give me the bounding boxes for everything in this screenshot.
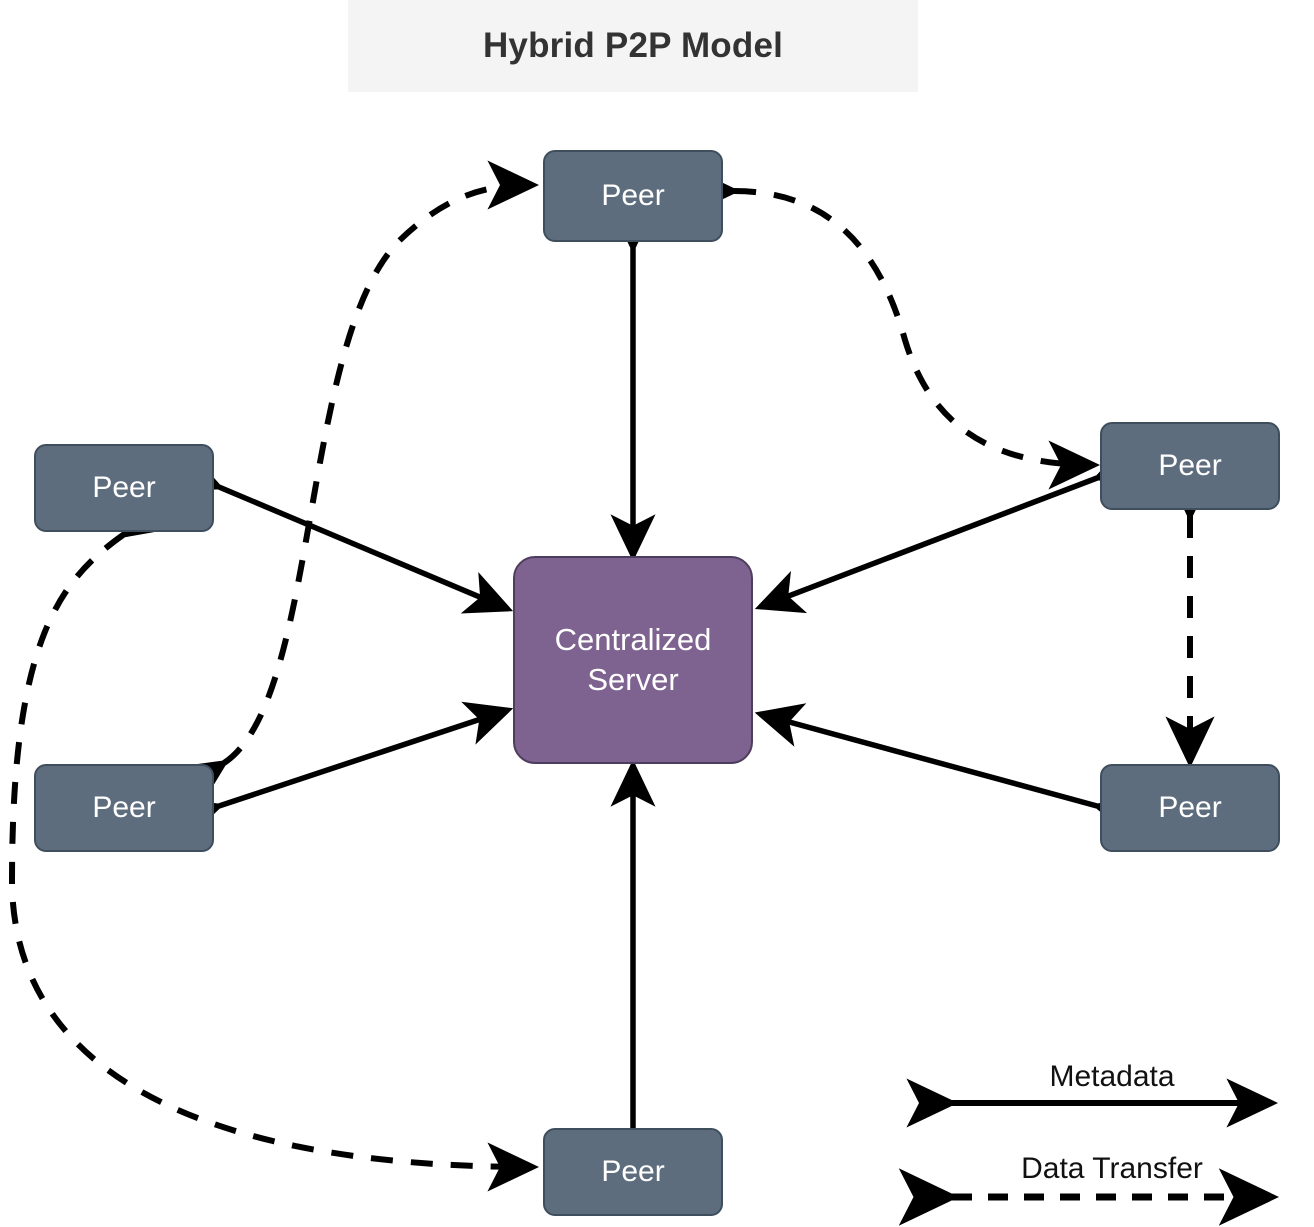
node-label-line2: Server (587, 662, 679, 697)
data-transfer-edges (8, 160, 1215, 1192)
node-peer-right-upper[interactable]: Peer (1100, 422, 1280, 510)
node-label: Peer (601, 178, 665, 212)
edge-peer-left-upper-server (171, 449, 514, 614)
node-label: Peer (601, 1154, 665, 1188)
node-peer-top[interactable]: Peer (543, 150, 723, 242)
edge-peer-left-lower-peer-top (172, 160, 540, 809)
node-label: Centralized Server (555, 620, 712, 701)
edge-peer-right-upper-server (754, 441, 1145, 614)
node-peer-bottom[interactable]: Peer (543, 1128, 723, 1216)
node-peer-left-lower[interactable]: Peer (34, 764, 214, 852)
page-title: Hybrid P2P Model (482, 26, 784, 65)
legend-metadata-label: Metadata (1049, 1060, 1175, 1093)
title-band: Hybrid P2P Model (348, 0, 918, 92)
node-label: Peer (92, 470, 156, 504)
edge-peer-top-peer-right-upper (688, 166, 1101, 490)
node-peer-right-lower[interactable]: Peer (1100, 764, 1280, 852)
node-label-line1: Centralized (554, 621, 712, 657)
node-centralized-server[interactable]: Centralized Server (513, 556, 753, 764)
node-label: Peer (1158, 790, 1222, 824)
node-label: Peer (1158, 448, 1222, 482)
edge-peer-left-lower-server (172, 701, 514, 841)
edge-peer-right-lower-server (754, 703, 1144, 839)
edge-peer-left-upper-peer-bottom (8, 488, 540, 1192)
node-label: Peer (92, 790, 156, 824)
node-peer-left-upper[interactable]: Peer (34, 444, 214, 532)
legend-arrows (898, 1078, 1280, 1226)
legend-data-transfer-label: Data Transfer (1021, 1152, 1203, 1185)
